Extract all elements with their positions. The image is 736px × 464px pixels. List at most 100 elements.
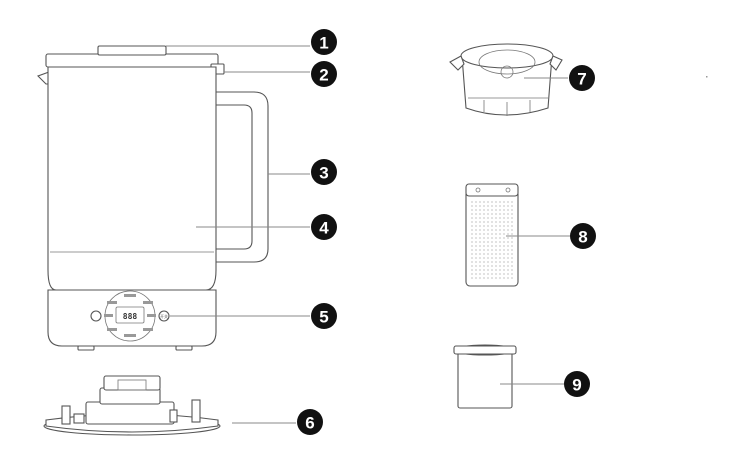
mesh-dot <box>503 249 505 251</box>
mesh-dot <box>499 201 501 203</box>
solid-cup <box>453 344 517 409</box>
mesh-dot <box>491 241 493 243</box>
mesh-dot <box>479 273 481 275</box>
mesh-dot <box>491 277 493 279</box>
mesh-dot <box>491 201 493 203</box>
mesh-dot <box>475 257 477 259</box>
base-post-2 <box>191 399 201 423</box>
mesh-dot <box>511 249 513 251</box>
mesh-dot <box>475 277 477 279</box>
mesh-dot <box>507 233 509 235</box>
mesh-dot <box>499 233 501 235</box>
mesh-dot <box>487 201 489 203</box>
mesh-dot <box>499 269 501 271</box>
mesh-dot <box>499 277 501 279</box>
mesh-dot <box>495 229 497 231</box>
mesh-dot <box>499 213 501 215</box>
mesh-dot <box>503 221 505 223</box>
panel-label-tl <box>107 301 117 304</box>
mesh-dot <box>471 225 473 227</box>
mesh-dot <box>471 269 473 271</box>
mesh-dot <box>495 221 497 223</box>
callout-1: 1 <box>311 29 337 55</box>
panel-label-l <box>104 314 113 317</box>
mesh-dot <box>491 257 493 259</box>
mesh-dot <box>487 269 489 271</box>
mesh-dot <box>511 261 513 263</box>
mesh-dot <box>491 269 493 271</box>
mesh-dot <box>507 201 509 203</box>
mesh-dot <box>479 261 481 263</box>
mesh-dot <box>471 265 473 267</box>
panel-label-r <box>147 314 156 317</box>
power-button-glyph: 开关 <box>160 313 168 319</box>
mesh-dot <box>503 277 505 279</box>
mesh-dot <box>471 201 473 203</box>
mesh-dot <box>487 225 489 227</box>
mesh-dot <box>511 245 513 247</box>
mesh-dot <box>479 233 481 235</box>
mesh-dot <box>499 249 501 251</box>
mesh-dot <box>511 241 513 243</box>
mesh-dot <box>475 273 477 275</box>
mesh-dot <box>487 253 489 255</box>
mesh-dot <box>487 233 489 235</box>
mesh-dot <box>499 257 501 259</box>
strainer-cap <box>465 183 519 197</box>
mesh-dot <box>499 273 501 275</box>
base-hub-top <box>103 375 161 391</box>
mesh-dot <box>475 225 477 227</box>
mesh-dot <box>479 237 481 239</box>
mesh-dot <box>487 261 489 263</box>
mesh-dot <box>495 249 497 251</box>
mesh-dot <box>487 221 489 223</box>
mesh-dot <box>495 213 497 215</box>
mesh-dot <box>475 201 477 203</box>
mesh-dot <box>507 261 509 263</box>
mesh-dot <box>479 269 481 271</box>
control-panel: 888 开关 <box>90 290 170 342</box>
mesh-dot <box>499 265 501 267</box>
mesh-dot <box>511 217 513 219</box>
mesh-dot <box>475 241 477 243</box>
mesh-dot <box>483 245 485 247</box>
mesh-dot <box>503 237 505 239</box>
mesh-dot <box>511 273 513 275</box>
mesh-dot <box>471 233 473 235</box>
mesh-dot <box>471 229 473 231</box>
holder-body <box>461 55 553 116</box>
mesh-dot <box>479 201 481 203</box>
mesh-dot <box>495 233 497 235</box>
mesh-dot <box>471 205 473 207</box>
mesh-dot <box>475 205 477 207</box>
callout-3: 3 <box>311 159 337 185</box>
kettle-lid <box>45 53 219 68</box>
svg-text:9: 9 <box>572 376 581 395</box>
mesh-dot <box>479 209 481 211</box>
mesh-dot <box>491 261 493 263</box>
mesh-dot <box>471 241 473 243</box>
mesh-dot <box>483 261 485 263</box>
mesh-dot <box>487 265 489 267</box>
base-post-3 <box>169 409 178 423</box>
mesh-dot <box>475 217 477 219</box>
mesh-dot <box>479 229 481 231</box>
mesh-dot <box>483 201 485 203</box>
mesh-dot <box>483 257 485 259</box>
mesh-dot <box>511 253 513 255</box>
mesh-dot <box>479 245 481 247</box>
mesh-dot <box>491 265 493 267</box>
mesh-dot <box>511 269 513 271</box>
mesh-dot <box>503 217 505 219</box>
cup-collar <box>453 345 517 355</box>
mesh-dot <box>511 225 513 227</box>
mesh-dot <box>471 237 473 239</box>
mesh-dot <box>483 249 485 251</box>
mesh-dot <box>499 225 501 227</box>
mesh-dot <box>483 269 485 271</box>
mesh-dot <box>503 229 505 231</box>
mesh-dot <box>471 249 473 251</box>
mesh-dot <box>483 213 485 215</box>
display-digits: 888 <box>123 312 138 321</box>
